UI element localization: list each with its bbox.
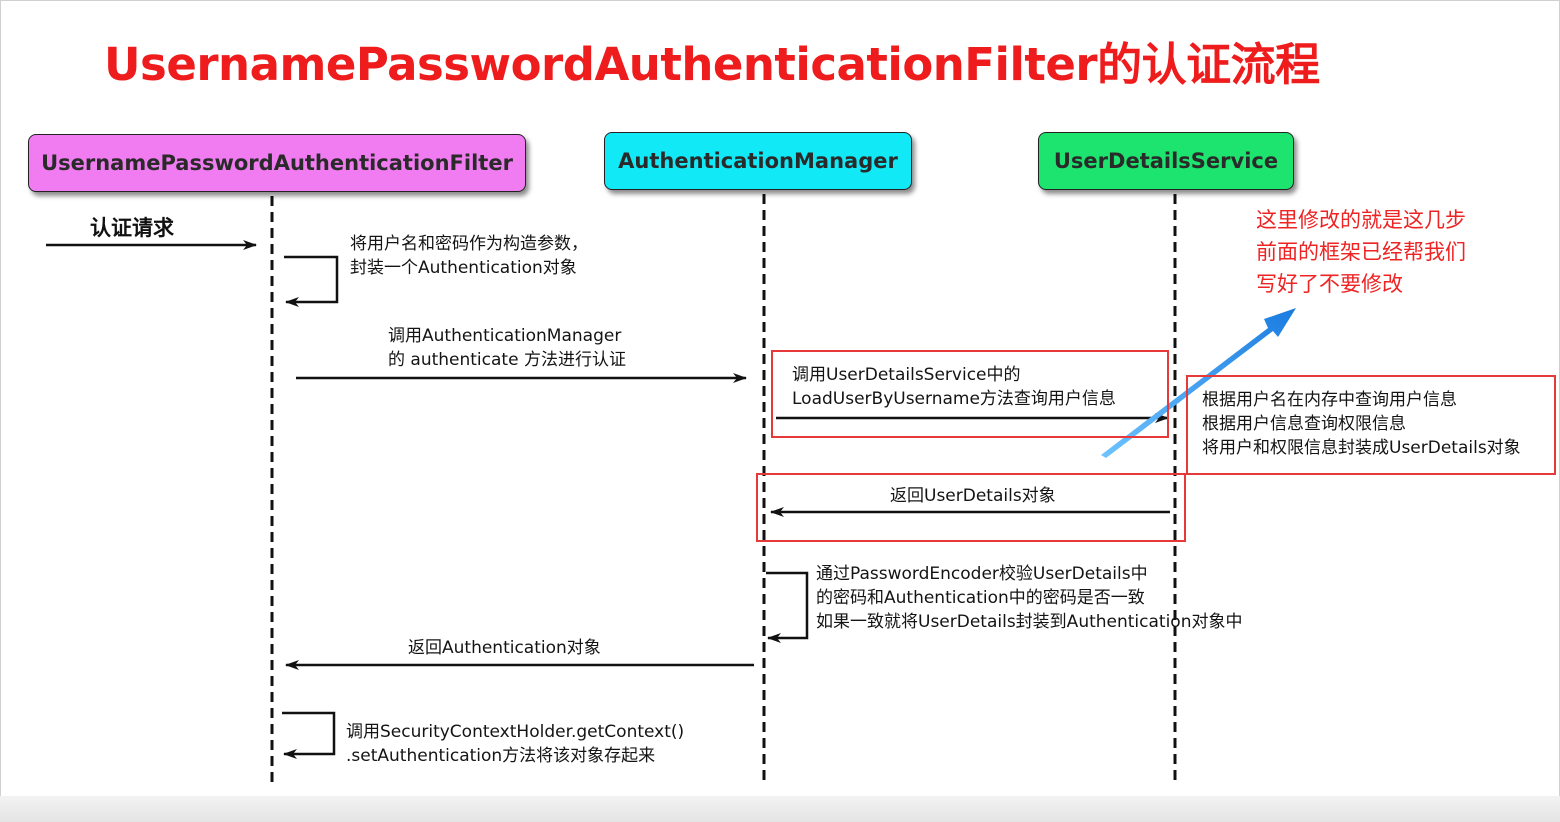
self-loop-wrap	[284, 255, 339, 307]
message-line: 调用UserDetailsService中的	[792, 365, 1021, 385]
request-label: 认证请求	[90, 216, 174, 240]
message-line: 将用户和权限信息封装成UserDetails对象	[1202, 438, 1521, 458]
annotation-line: 写好了不要修改	[1256, 272, 1403, 296]
message-line: 调用SecurityContextHolder.getContext()	[346, 722, 685, 742]
message-line: 根据用户名在内存中查询用户信息	[1202, 390, 1457, 410]
message-line: 的密码和Authentication中的密码是否一致	[816, 588, 1145, 608]
message-wrap-authentication: 将用户名和密码作为构造参数， 封装一个Authentication对象	[350, 232, 588, 280]
highlight-box-query-user	[1186, 375, 1556, 475]
message-line: 的 authenticate 方法进行认证	[388, 350, 626, 370]
highlight-box-load-user	[771, 350, 1169, 438]
message-line: 根据用户信息查询权限信息	[1202, 414, 1406, 434]
annotation-note: 这里修改的就是这几步 前面的框架已经帮我们 写好了不要修改	[1256, 204, 1466, 300]
self-loop-context	[282, 711, 336, 759]
message-query-user: 根据用户名在内存中查询用户信息 根据用户信息查询权限信息 将用户和权限信息封装成…	[1202, 388, 1521, 460]
message-line: 调用AuthenticationManager	[388, 326, 622, 346]
bottom-bar	[0, 796, 1560, 822]
message-line: LoadUserByUsername方法查询用户信息	[792, 389, 1116, 409]
message-set-context: 调用SecurityContextHolder.getContext() .se…	[346, 720, 684, 768]
message-call-authenticate: 调用AuthenticationManager 的 authenticate 方…	[388, 324, 626, 372]
annotation-pointer-arrow	[1101, 308, 1296, 458]
message-return-authentication: 返回Authentication对象	[408, 638, 601, 658]
self-loop-password	[766, 571, 809, 643]
message-line: 如果一致就将UserDetails封装到Authentication对象中	[816, 612, 1243, 632]
highlight-box-return-userdetails	[756, 473, 1186, 542]
message-line: 通过PasswordEncoder校验UserDetails中	[816, 564, 1148, 584]
actor-filter: UsernamePasswordAuthenticationFilter	[28, 134, 526, 192]
actor-user-details-service: UserDetailsService	[1038, 132, 1294, 190]
message-line: 封装一个Authentication对象	[350, 258, 577, 278]
page-title: UsernamePasswordAuthenticationFilter的认证流…	[104, 38, 1320, 91]
annotation-line: 前面的框架已经帮我们	[1256, 240, 1466, 264]
message-return-userdetails: 返回UserDetails对象	[890, 486, 1056, 506]
message-load-user: 调用UserDetailsService中的 LoadUserByUsernam…	[792, 363, 1116, 411]
message-line: .setAuthentication方法将该对象存起来	[346, 746, 656, 766]
message-password-check: 通过PasswordEncoder校验UserDetails中 的密码和Auth…	[816, 562, 1242, 634]
actor-authentication-manager: AuthenticationManager	[604, 132, 912, 190]
message-line: 将用户名和密码作为构造参数，	[350, 234, 588, 254]
annotation-line: 这里修改的就是这几步	[1256, 208, 1466, 232]
